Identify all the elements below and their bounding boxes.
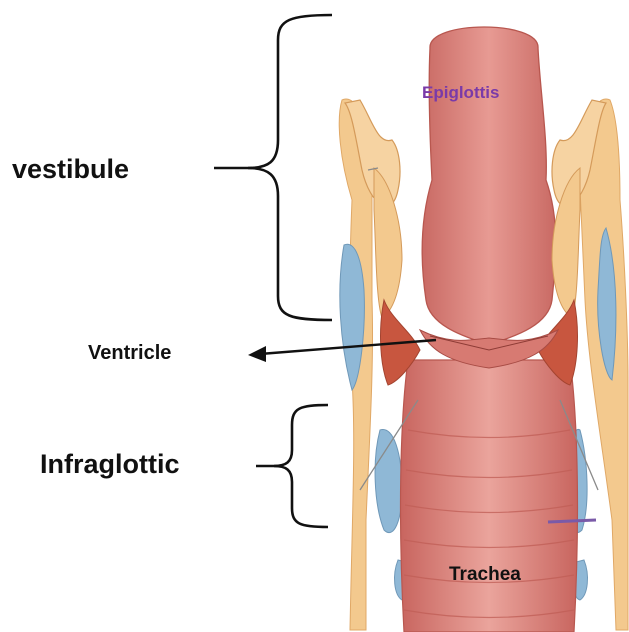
vestibule-bracket: [248, 15, 332, 320]
trachea-label: Trachea: [449, 565, 521, 584]
epiglottis: [422, 27, 556, 345]
tracheal-lumen: [401, 360, 578, 632]
infraglottic-bracket: [274, 405, 328, 527]
vestibule-label: vestibule: [12, 156, 129, 183]
ventricle-label: Ventricle: [88, 343, 171, 363]
purple-marker: [548, 520, 596, 522]
epiglottis-label: Epiglottis: [422, 84, 499, 101]
infraglottic-label: Infraglottic: [40, 451, 180, 478]
